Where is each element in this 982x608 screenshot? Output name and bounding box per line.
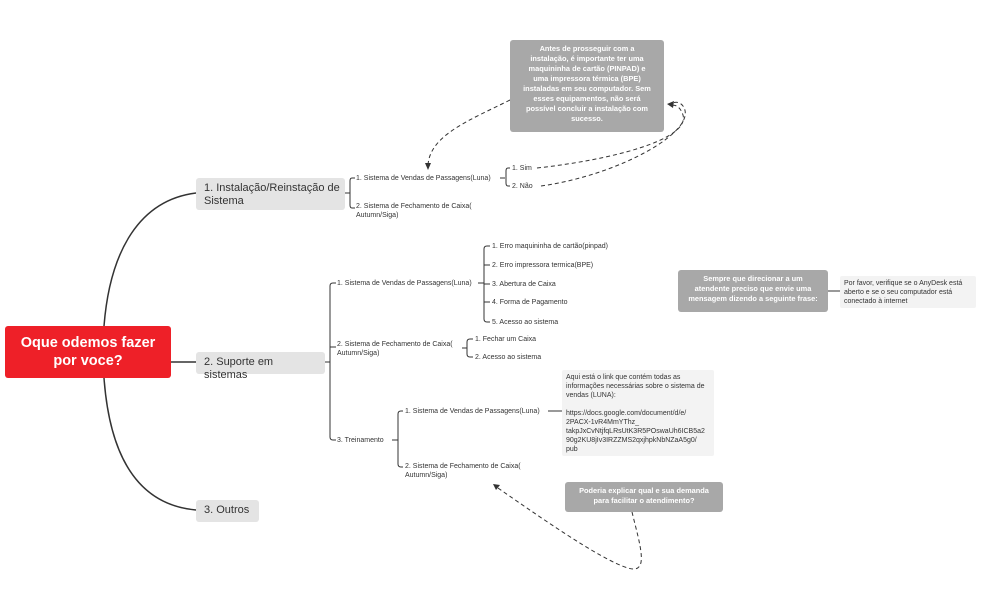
- note-line-2: informações necessárias sobre o sistema …: [566, 383, 705, 390]
- treinamento-luna[interactable]: 1. Sistema de Vendas de Passagens(Luna): [405, 408, 540, 415]
- link-root-outros: [103, 377, 197, 511]
- demand-line-2: para facilitar o atendimento?: [593, 496, 695, 505]
- note-link-line-3[interactable]: takpJxCvNtjfqLRsUtK3R5POswaUh6ICB5a2: [566, 428, 705, 435]
- suporte-siga-line-1: 2. Sistema de Fechamento de Caixa(: [337, 341, 453, 348]
- dashed-nao-to-warning: [540, 101, 686, 187]
- anydesk-callout-line-2: atendente preciso que envie uma: [694, 284, 812, 293]
- root-topic-line-2: por voce?: [53, 353, 123, 369]
- luna-item-3[interactable]: 3. Abertura de Caixa: [492, 281, 556, 288]
- callout-installation-warning: Antes de prosseguir com a instalação, é …: [510, 40, 664, 132]
- link-instalacao-children: [345, 177, 355, 209]
- callout-anydesk: Sempre que direcionar a um atendente pre…: [678, 270, 828, 312]
- suporte-treinamento[interactable]: 3. Treinamento: [337, 437, 384, 444]
- luna-item-5[interactable]: 5. Acesso ao sistema: [492, 319, 559, 326]
- warning-line-4: uma impressora térmica (BPE): [533, 74, 641, 83]
- note-luna-link: Aqui está o link que contém todas as inf…: [562, 370, 714, 456]
- treinamento-siga-line-1: 2. Sistema de Fechamento de Caixa(: [405, 463, 521, 470]
- option-sim[interactable]: 1. Sim: [512, 165, 532, 172]
- anydesk-callout-line-3: mensagem dizendo a seguinte frase:: [688, 294, 818, 303]
- warning-line-5: instaladas em seu computador. Sem: [523, 84, 651, 93]
- warning-line-2: instalação, é importante ter uma: [530, 54, 644, 63]
- note-link-line-5[interactable]: pub: [566, 446, 578, 453]
- link-root-instalacao: [103, 192, 197, 327]
- topic-instalacao-line-1: 1. Instalação/Reinstação de: [204, 182, 340, 194]
- root-topic-line-1: Oque odemos fazer: [20, 335, 156, 351]
- demand-line-1: Poderia explicar qual e sua demanda: [579, 486, 709, 495]
- link-luna-options: [500, 167, 510, 187]
- dashed-sim-to-warning: [536, 104, 684, 169]
- topic-outros[interactable]: 3. Outros: [196, 500, 259, 522]
- note-link-line-4[interactable]: 90g2KU8jIv3IRZZMS2qxjhpkNbNZaA5g0/: [566, 437, 697, 444]
- anydesk-message-line-2: aberto e se o seu computador está: [844, 289, 953, 296]
- callout-demand: Poderia explicar qual e sua demanda para…: [565, 482, 723, 512]
- arrowhead-warning-to-luna: [425, 163, 431, 170]
- luna-item-1[interactable]: 1. Erro maquininha de cartão(pinpad): [492, 243, 608, 250]
- note-anydesk-message: Por favor, verifique se o AnyDesk está a…: [840, 276, 976, 308]
- note-line-4: [566, 400, 710, 409]
- root-topic[interactable]: Oque odemos fazer por voce?: [5, 326, 171, 378]
- instalacao-siga-line-2: Autumn/Siga): [356, 212, 399, 219]
- option-nao[interactable]: 2. Não: [512, 183, 533, 190]
- luna-item-2[interactable]: 2. Erro impressora termica(BPE): [492, 262, 594, 269]
- warning-line-1: Antes de prosseguir com a: [539, 44, 635, 53]
- suporte-luna[interactable]: 1. Sistema de Vendas de Passagens(Luna): [337, 280, 472, 287]
- arrowhead-to-warning: [667, 101, 674, 108]
- instalacao-siga-line-1: 2. Sistema de Fechamento de Caixa(: [356, 203, 472, 210]
- topic-instalacao-line-2: Sistema: [204, 195, 244, 207]
- note-link-line-2[interactable]: 2PACX-1vR4MmYThz_: [566, 419, 640, 426]
- link-suporte-luna-items: [478, 245, 490, 323]
- treinamento-siga[interactable]: 2. Sistema de Fechamento de Caixa( Autum…: [405, 462, 521, 480]
- treinamento-siga-line-2: Autumn/Siga): [405, 472, 448, 479]
- anydesk-message-line-3: conectado à internet: [844, 298, 908, 305]
- suporte-siga[interactable]: 2. Sistema de Fechamento de Caixa( Autum…: [337, 340, 453, 358]
- warning-line-8: sucesso.: [571, 114, 603, 123]
- siga-item-1[interactable]: 1. Fechar um Caixa: [475, 336, 537, 343]
- topic-instalacao[interactable]: 1. Instalação/Reinstação de Sistema: [196, 178, 345, 210]
- link-suporte-siga-items: [462, 338, 473, 358]
- link-suporte-children: [325, 282, 336, 441]
- arrowhead-demand-to-siga: [493, 484, 500, 490]
- anydesk-callout-line-1: Sempre que direcionar a um: [703, 274, 803, 283]
- topic-suporte-label: 2. Suporte em sistemas: [204, 356, 274, 381]
- suporte-siga-line-2: Autumn/Siga): [337, 350, 380, 357]
- warning-line-7: possível concluir a instalação com: [526, 104, 648, 113]
- warning-line-6: esses equipamentos, não será: [533, 94, 641, 103]
- note-line-1: Aqui está o link que contém todas as: [566, 374, 681, 381]
- topic-outros-label: 3. Outros: [204, 504, 250, 516]
- anydesk-message-line-1: Por favor, verifique se o AnyDesk está: [844, 280, 963, 287]
- link-treinamento-items: [392, 410, 403, 468]
- siga-item-2[interactable]: 2. Acesso ao sistema: [475, 354, 542, 361]
- note-line-3: vendas (LUNA):: [566, 392, 616, 399]
- warning-line-3: maquininha de cartão (PINPAD) e: [528, 64, 646, 73]
- luna-item-4[interactable]: 4. Forma de Pagamento: [492, 299, 568, 306]
- topic-suporte[interactable]: 2. Suporte em sistemas: [196, 352, 325, 381]
- instalacao-siga[interactable]: 2. Sistema de Fechamento de Caixa( Autum…: [356, 202, 472, 220]
- instalacao-luna[interactable]: 1. Sistema de Vendas de Passagens(Luna): [356, 175, 491, 182]
- dashed-warning-to-luna: [427, 99, 511, 166]
- dashed-demand-to-siga: [494, 485, 642, 570]
- note-link-line-1[interactable]: https://docs.google.com/document/d/e/: [566, 410, 687, 417]
